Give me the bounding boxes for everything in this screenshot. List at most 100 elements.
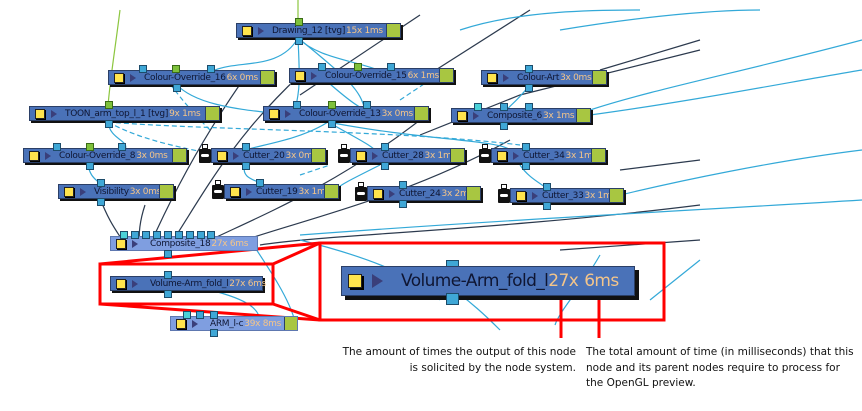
input-port[interactable]: [354, 63, 362, 71]
input-port[interactable]: [256, 179, 264, 187]
enable-checkbox[interactable]: [356, 150, 366, 161]
input-port[interactable]: [131, 231, 139, 239]
expand-arrow-icon[interactable]: [532, 191, 538, 200]
node-display-toggle[interactable]: [439, 69, 453, 82]
node-colour-art[interactable]: Colour-Art 3x 0ms: [481, 70, 607, 85]
input-port[interactable]: [105, 101, 113, 109]
node-display-toggle[interactable]: [450, 149, 464, 162]
input-port[interactable]: [207, 231, 215, 239]
input-port[interactable]: [210, 311, 218, 319]
enable-checkbox[interactable]: [35, 108, 45, 119]
node-display-toggle[interactable]: [466, 187, 480, 200]
output-port[interactable]: [328, 120, 336, 128]
enable-checkbox[interactable]: [242, 25, 252, 36]
enable-checkbox[interactable]: [457, 110, 467, 121]
node-composite-18[interactable]: Composite_18 27x 6ms: [110, 236, 258, 251]
input-port[interactable]: [196, 311, 204, 319]
enable-checkbox[interactable]: [29, 150, 39, 161]
output-port[interactable]: [97, 198, 105, 206]
enable-checkbox[interactable]: [114, 72, 124, 83]
node-drawing-12[interactable]: Drawing_12 [tvg] 15x 1ms: [236, 23, 401, 38]
enable-checkbox[interactable]: [269, 108, 279, 119]
expand-arrow-icon[interactable]: [132, 239, 138, 248]
expand-arrow-icon[interactable]: [372, 151, 378, 160]
expand-arrow-icon[interactable]: [513, 151, 519, 160]
input-port[interactable]: [328, 101, 336, 109]
enable-checkbox[interactable]: [373, 188, 383, 199]
input-port[interactable]: [522, 143, 530, 151]
input-port[interactable]: [399, 181, 407, 189]
expand-arrow-icon[interactable]: [389, 189, 395, 198]
node-arm-l-c[interactable]: ARM_l-c 39x 8ms: [170, 316, 298, 331]
enable-checkbox[interactable]: [497, 150, 507, 161]
input-port[interactable]: [197, 231, 205, 239]
input-port[interactable]: [295, 18, 303, 26]
node-display-toggle[interactable]: [284, 317, 297, 330]
expand-arrow-icon[interactable]: [132, 279, 138, 288]
node-display-toggle[interactable]: [311, 149, 325, 162]
output-port[interactable]: [164, 290, 172, 298]
output-port[interactable]: [399, 200, 407, 208]
input-port[interactable]: [118, 143, 126, 151]
input-port[interactable]: [183, 311, 191, 319]
input-port[interactable]: [164, 231, 172, 239]
node-display-toggle[interactable]: [159, 185, 173, 198]
output-port[interactable]: [210, 329, 218, 337]
node-colour-override-13[interactable]: Colour-Override_13 3x 0ms: [263, 106, 429, 121]
input-port[interactable]: [53, 143, 61, 151]
expand-arrow-icon[interactable]: [45, 151, 51, 160]
expand-arrow-icon[interactable]: [503, 73, 509, 82]
input-port[interactable]: [86, 143, 94, 151]
node-visibility[interactable]: Visibility 3x 0ms: [58, 184, 174, 199]
output-port[interactable]: [500, 122, 508, 130]
input-port[interactable]: [142, 231, 150, 239]
output-port[interactable]: [86, 162, 94, 170]
node-colour-override-15[interactable]: Colour-Override_15 6x 1ms: [289, 68, 454, 83]
input-port[interactable]: [175, 231, 183, 239]
output-port[interactable]: [295, 37, 303, 45]
node-display-toggle[interactable]: [592, 71, 606, 84]
enable-checkbox[interactable]: [487, 72, 497, 83]
input-port[interactable]: [525, 103, 533, 111]
input-port[interactable]: [474, 103, 482, 111]
enable-checkbox[interactable]: [116, 278, 126, 289]
input-port[interactable]: [139, 65, 147, 73]
expand-arrow-icon[interactable]: [192, 319, 198, 328]
output-port[interactable]: [242, 162, 250, 170]
node-colour-override-8[interactable]: Colour-Override_8 3x 0ms: [23, 148, 187, 163]
expand-arrow-icon[interactable]: [246, 187, 252, 196]
input-port[interactable]: [525, 65, 533, 73]
node-cutter-28[interactable]: Cutter_28 3x 1ms: [350, 148, 465, 163]
input-port[interactable]: [153, 231, 161, 239]
input-port[interactable]: [186, 231, 194, 239]
input-port[interactable]: [164, 271, 172, 279]
output-port[interactable]: [164, 250, 172, 258]
node-colour-override-16[interactable]: Colour-Override_16 6x 0ms: [108, 70, 275, 85]
expand-arrow-icon[interactable]: [258, 26, 264, 35]
expand-arrow-icon[interactable]: [285, 109, 291, 118]
node-toon-arm-top[interactable]: TOON_arm_top_l_1 [tvg] 9x 1ms: [29, 106, 220, 121]
enable-checkbox[interactable]: [176, 318, 186, 329]
enable-checkbox[interactable]: [516, 190, 526, 201]
output-port[interactable]: [525, 84, 533, 92]
output-port[interactable]: [522, 162, 530, 170]
node-display-toggle[interactable]: [386, 24, 400, 37]
expand-arrow-icon[interactable]: [130, 73, 136, 82]
input-port[interactable]: [172, 65, 180, 73]
input-port[interactable]: [387, 63, 395, 71]
node-display-toggle[interactable]: [324, 185, 338, 198]
output-port[interactable]: [381, 162, 389, 170]
input-port[interactable]: [500, 103, 508, 111]
node-display-toggle[interactable]: [205, 107, 219, 120]
node-composite-6[interactable]: Composite_6 3x 1ms: [451, 108, 591, 123]
node-display-toggle[interactable]: [260, 71, 274, 84]
expand-arrow-icon[interactable]: [473, 111, 479, 120]
input-port[interactable]: [381, 143, 389, 151]
input-port[interactable]: [543, 183, 551, 191]
input-port[interactable]: [207, 65, 215, 73]
input-port[interactable]: [318, 63, 326, 71]
output-port[interactable]: [173, 84, 181, 92]
node-cutter-34[interactable]: Cutter_34 3x 1ms: [491, 148, 606, 163]
enable-checkbox[interactable]: [217, 150, 227, 161]
node-display-toggle[interactable]: [576, 109, 590, 122]
